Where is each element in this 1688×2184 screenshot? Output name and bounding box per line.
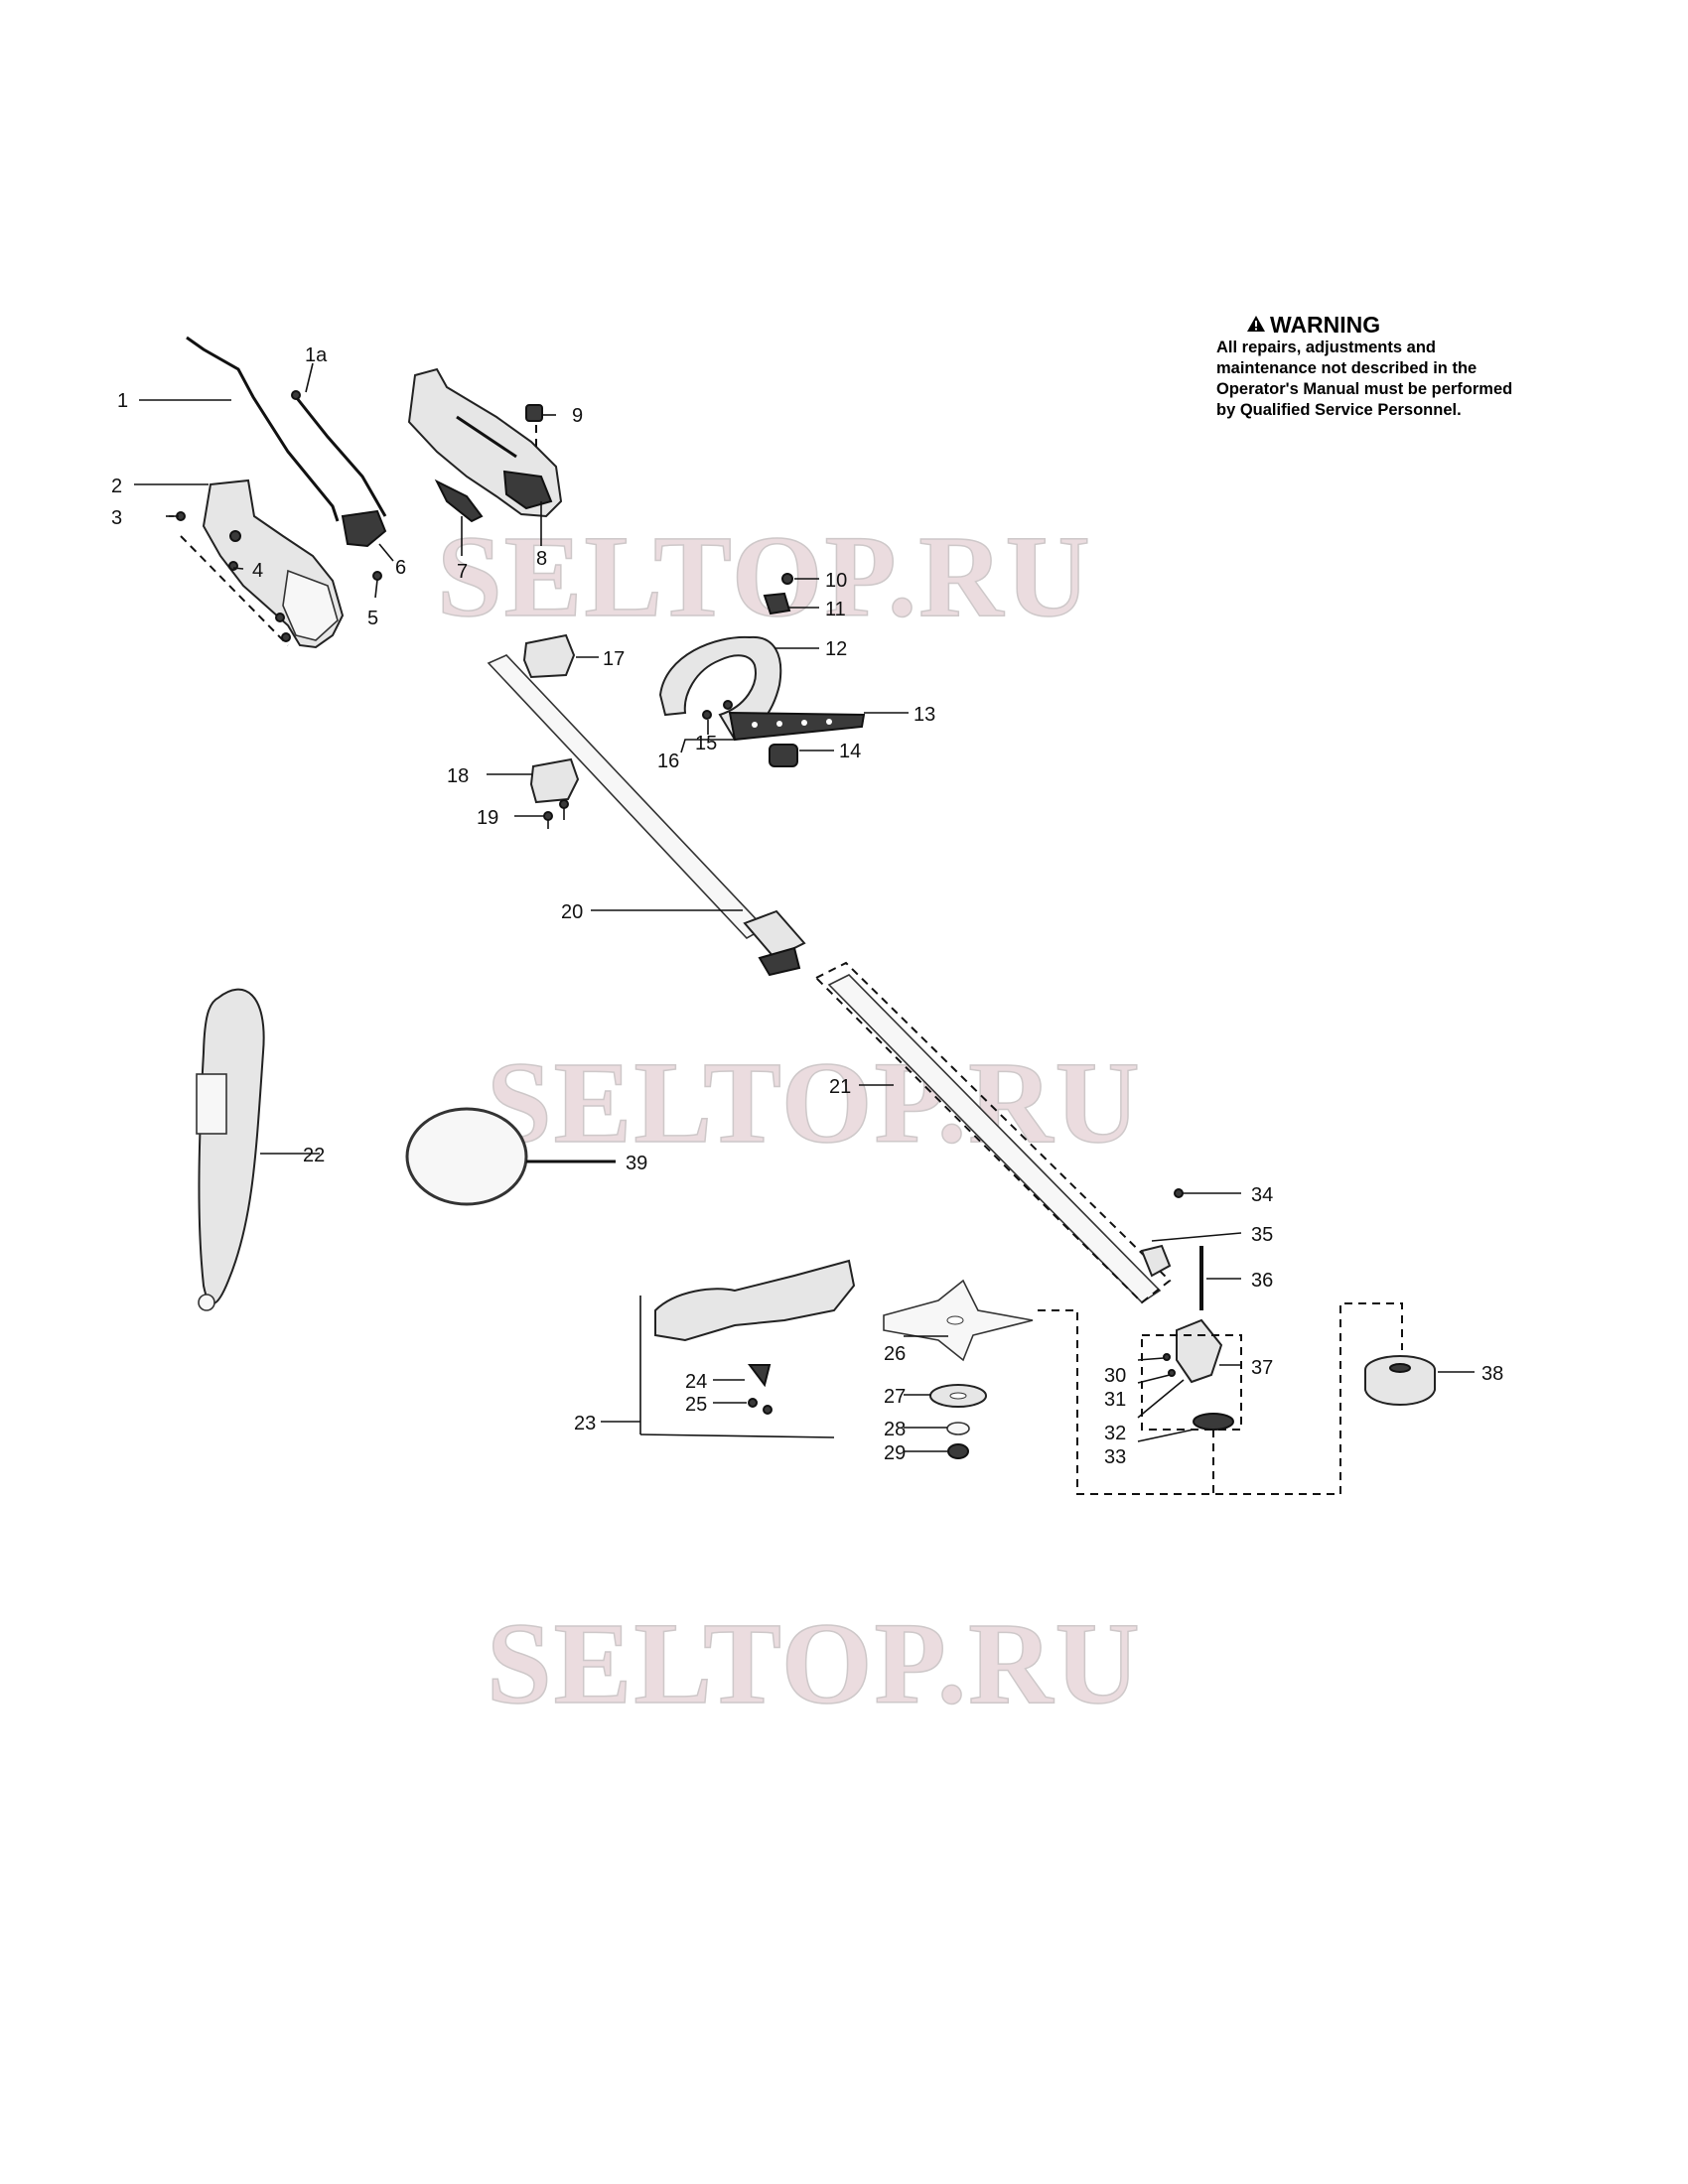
label-35: 35 [1251,1224,1273,1246]
label-38: 38 [1481,1363,1503,1385]
label-27: 27 [884,1386,906,1408]
label-4: 4 [252,560,263,582]
label-36: 36 [1251,1270,1273,1292]
label-5: 5 [367,608,378,629]
part-15-screw [702,710,712,720]
label-8: 8 [536,548,547,570]
warning-notice: WARNING All repairs, adjustments and mai… [1216,312,1514,421]
label-20: 20 [561,901,583,923]
part-29-nut [947,1443,969,1459]
part-28-washer [946,1422,970,1435]
label-2: 2 [111,476,122,497]
part-17-clip [522,633,576,679]
label-39: 39 [626,1153,647,1174]
warning-title: WARNING [1270,312,1381,338]
leader-lines [134,362,1475,1452]
part-33-washer [1193,1413,1234,1431]
part-1-throttle-cable [186,336,340,522]
label-34: 34 [1251,1184,1273,1206]
label-7: 7 [457,561,468,583]
part-5-screw [372,571,382,581]
part-24-bracket [748,1364,772,1388]
part-7-trigger [434,478,484,523]
part-35-clamp [1140,1244,1172,1278]
label-1a: 1a [305,344,328,366]
label-33: 33 [1104,1446,1126,1468]
label-32: 32 [1104,1423,1126,1444]
watermark-middle: SELTOP.RU [487,1037,1142,1167]
warning-triangle-icon [1247,316,1265,332]
label-12: 12 [825,638,847,660]
part-19-screws [543,799,569,829]
label-23: 23 [574,1413,596,1434]
part-39-ring [405,1107,528,1206]
part-37-gearhead [1141,1318,1242,1431]
dashed-connection-lines [1038,1302,1403,1495]
label-19: 19 [477,807,498,829]
label-14: 14 [839,741,861,762]
part-31-screw [1168,1369,1176,1377]
label-6: 6 [395,557,406,579]
label-17: 17 [603,648,625,670]
part-26-blade [883,1279,1034,1362]
label-13: 13 [914,704,935,726]
label-26: 26 [884,1343,906,1365]
label-9: 9 [572,405,583,427]
label-1: 1 [117,390,128,412]
label-11: 11 [825,599,846,620]
part-9-switch [525,404,543,422]
warning-title-row: WARNING [1246,312,1514,338]
part-20-upper-tube [487,654,806,977]
label-30: 30 [1104,1365,1126,1387]
watermark-bottom: SELTOP.RU [487,1598,1142,1728]
part-labels: 1 1a 2 3 4 5 6 7 8 9 10 11 12 13 14 15 1… [111,344,1503,1468]
dashed-assembly-line-1 [180,535,289,646]
label-28: 28 [884,1419,906,1440]
part-25-screws [748,1398,773,1415]
label-24: 24 [685,1371,707,1393]
part-30-screw [1163,1353,1171,1361]
part-23-guard [639,1259,856,1438]
label-21: 21 [829,1076,851,1098]
label-10: 10 [825,570,847,592]
part-38-trimmer-head [1364,1355,1436,1406]
part-16-screw [723,700,733,710]
label-29: 29 [884,1442,906,1464]
label-18: 18 [447,765,469,787]
part-13-bracket [728,711,866,742]
part-8-handle-grip [407,367,563,518]
label-37: 37 [1251,1357,1273,1379]
part-10-screw [781,573,793,585]
warning-text: All repairs, adjustments and maintenance… [1216,339,1513,419]
part-21-lower-tube [814,961,1172,1304]
part-34-screw [1174,1188,1184,1198]
part-1a-wire [291,390,387,517]
label-25: 25 [685,1394,707,1416]
part-6-trigger [341,509,387,548]
label-15: 15 [695,733,717,754]
part-2-housing [202,478,345,649]
part-18-clamp [529,757,580,804]
part-22-strap [196,988,265,1311]
label-22: 22 [303,1145,325,1166]
part-14-knob [769,744,798,767]
label-16: 16 [657,751,679,772]
part-11-nut [763,592,791,615]
part-27-washer [929,1384,987,1408]
watermark-top: SELTOP.RU [437,511,1092,641]
label-31: 31 [1104,1389,1126,1411]
label-3: 3 [111,507,122,529]
